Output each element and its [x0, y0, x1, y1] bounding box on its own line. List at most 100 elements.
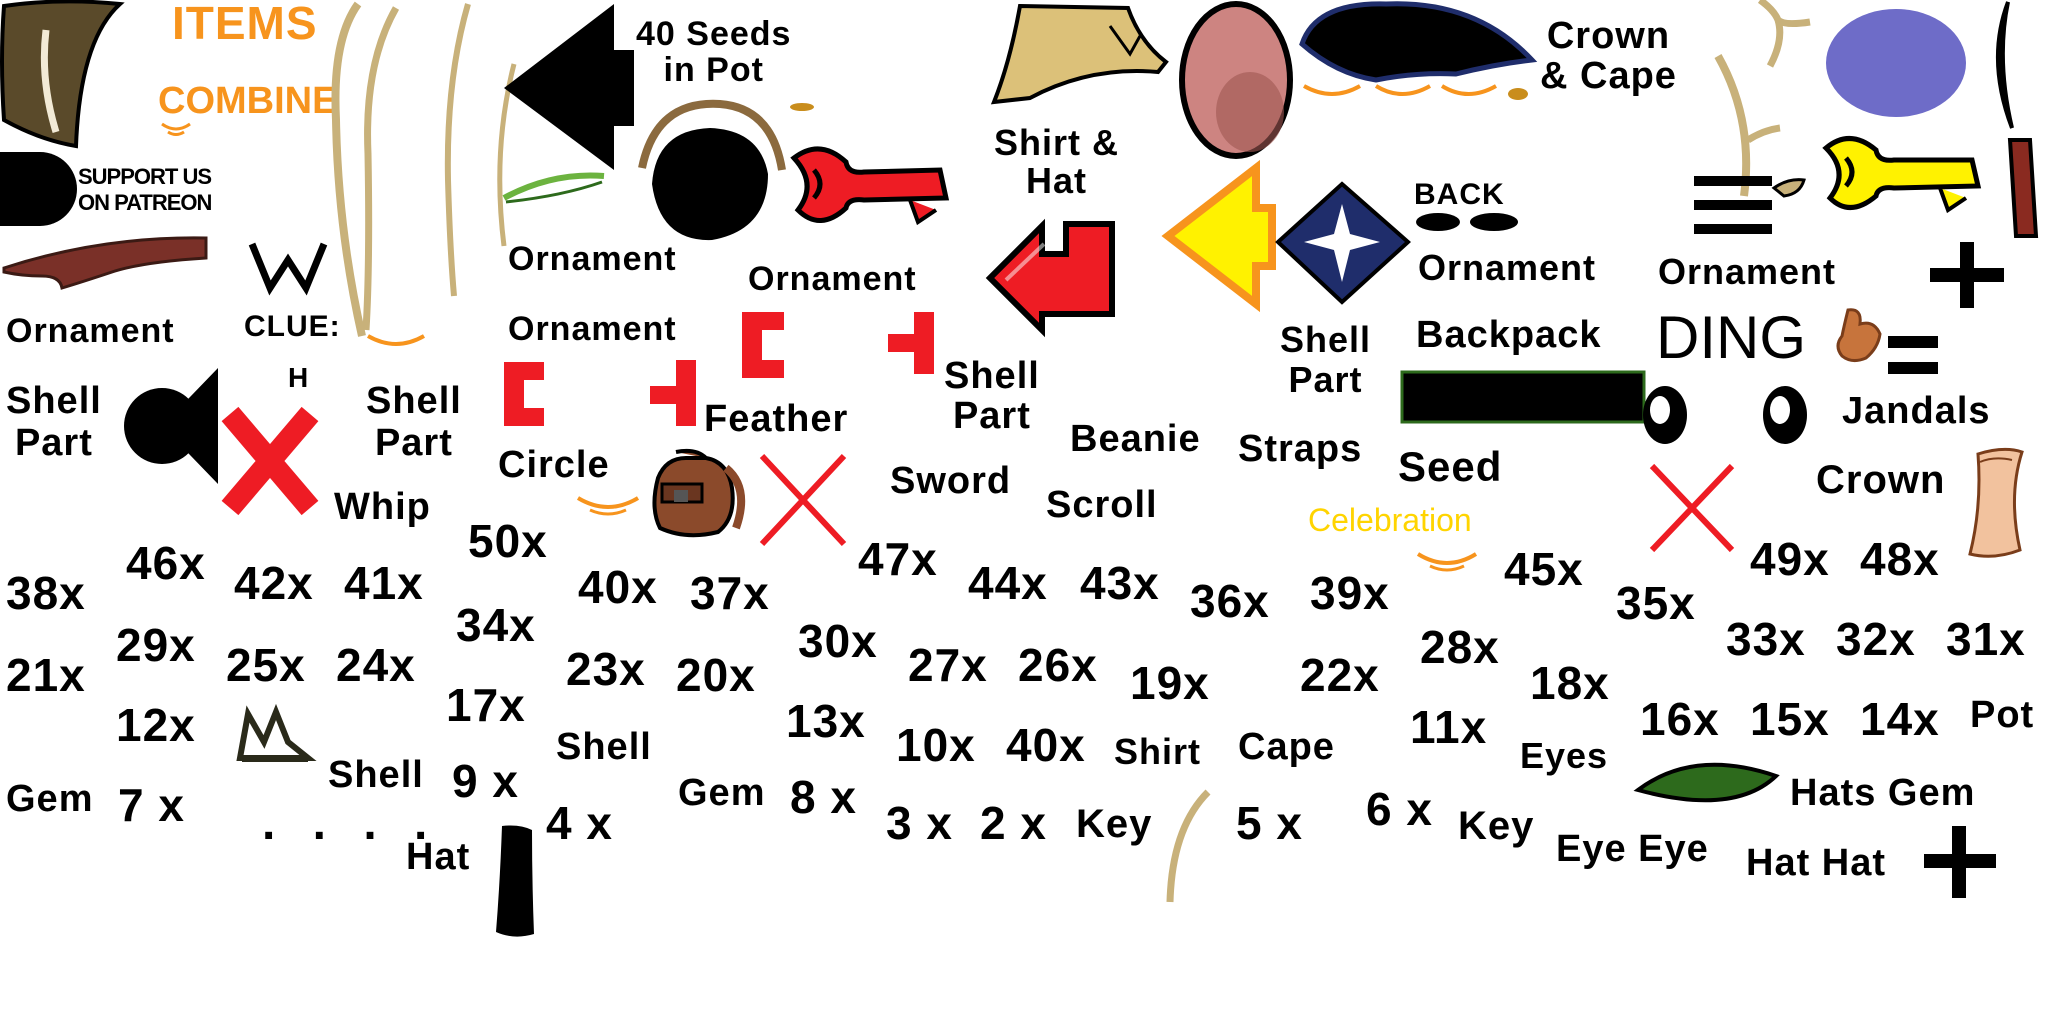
ornament-label: Ornament	[1418, 247, 1597, 288]
count-label: 46x	[126, 537, 206, 589]
combine-label[interactable]: COMBINE	[158, 80, 338, 122]
seed-icon	[788, 102, 816, 112]
seeds-in-pot-label: 40 Seeds in Pot	[636, 15, 792, 89]
grass-blade-icon	[328, 0, 368, 340]
shell-part-label: Shell Part	[944, 355, 1040, 437]
dots-label: . . . .	[262, 797, 440, 850]
count-label: 7 x	[118, 779, 185, 831]
leaf-blade-icon	[502, 172, 606, 206]
straps-label: Straps	[1238, 428, 1363, 470]
black-hat-icon	[490, 822, 536, 940]
plus-icon[interactable]	[1930, 242, 2004, 308]
leaf-gem-icon	[1633, 756, 1780, 808]
count-label: 21x	[6, 649, 86, 701]
count-label: 31x	[1946, 613, 2026, 665]
hat-label: Hat	[406, 836, 471, 878]
shell-label: Shell	[556, 726, 652, 768]
celebration-swirl-icon	[576, 494, 640, 518]
grass-blade-icon	[362, 4, 402, 334]
scroll-label: Scroll	[1046, 484, 1158, 526]
scroll-icon	[1964, 446, 2026, 560]
circle-label: Circle	[498, 444, 610, 486]
cape-label: Cape	[1238, 726, 1335, 768]
count-label: 3 x	[886, 797, 953, 849]
yellow-arrow-icon[interactable]	[1161, 159, 1276, 313]
celebration-swirl-icon	[366, 332, 426, 352]
red-arrow-icon[interactable]	[985, 218, 1116, 338]
count-label: 36x	[1190, 575, 1270, 627]
count-label: 4 x	[546, 797, 613, 849]
items-title: ITEMS	[172, 0, 318, 49]
count-label: 20x	[676, 649, 756, 701]
ornament-label: Ornament	[1658, 251, 1837, 292]
blade-icon	[1986, 0, 2016, 130]
count-label: 19x	[1130, 657, 1210, 709]
celebration-label: Celebration	[1308, 502, 1472, 538]
equals-icon	[1888, 336, 1938, 374]
small-horn-icon	[1771, 176, 1806, 198]
horn-ornament-icon	[0, 0, 125, 149]
celebration-swirl-icon	[160, 122, 192, 138]
count-label: 23x	[566, 643, 646, 695]
menu-icon[interactable]	[1694, 176, 1772, 234]
ornament-label: Ornament	[748, 260, 917, 298]
whip-label: Whip	[334, 486, 431, 528]
count-label: 14x	[1860, 693, 1940, 745]
red-x-icon[interactable]	[1646, 460, 1738, 556]
shell-part-label: Shell Part	[6, 380, 102, 464]
crown-and-cape-label: Crown & Cape	[1540, 15, 1677, 97]
count-label: 34x	[456, 599, 536, 651]
strap-bar-icon	[1400, 370, 1646, 424]
star-diamond-icon[interactable]	[1275, 181, 1412, 305]
clue-w-icon	[248, 240, 328, 296]
clue-label: CLUE:	[244, 310, 341, 343]
count-label: 8 x	[790, 771, 857, 823]
count-label: 49x	[1750, 533, 1830, 585]
speaker-back-icon[interactable]	[122, 366, 220, 486]
count-label: 48x	[1860, 533, 1940, 585]
back-label[interactable]: BACK	[1414, 178, 1505, 211]
count-label: 38x	[6, 567, 86, 619]
plus-icon[interactable]	[1924, 826, 1996, 898]
count-label: 42x	[234, 557, 314, 609]
eye-icon	[1640, 384, 1690, 446]
pointing-hand-icon[interactable]	[1834, 306, 1884, 366]
eye-eye-label: Eye Eye	[1556, 828, 1709, 870]
bracket-piece-icon	[648, 358, 698, 428]
shell-label: Shell	[328, 754, 424, 796]
key-label: Key	[1076, 802, 1153, 846]
count-label: 28x	[1420, 621, 1500, 673]
clue-letter: H	[288, 362, 310, 393]
count-label: 47x	[858, 533, 938, 585]
red-x-icon[interactable]	[221, 406, 319, 516]
shirt-label: Shirt	[1114, 731, 1202, 772]
strap-icon	[2006, 136, 2040, 242]
count-label: 10x	[896, 719, 976, 771]
feather-ornament-icon	[2, 232, 208, 290]
count-label: 50x	[468, 515, 548, 567]
count-label: 45x	[1504, 543, 1584, 595]
ding-label: DING	[1656, 304, 1806, 371]
grass-blade-icon	[442, 0, 472, 300]
count-label: 41x	[344, 557, 424, 609]
dark-cape-icon	[1296, 0, 1538, 83]
count-label: 35x	[1616, 577, 1696, 629]
red-x-icon[interactable]	[754, 450, 852, 550]
gem-label: Gem	[6, 778, 94, 820]
count-label: 24x	[336, 639, 416, 691]
count-label: 44x	[968, 557, 1048, 609]
count-label: 12x	[116, 699, 196, 751]
count-label: 16x	[1640, 693, 1720, 745]
purple-orb-icon	[1824, 8, 1968, 118]
count-label: 25x	[226, 639, 306, 691]
feather-label: Feather	[704, 398, 849, 440]
gem-label: Gem	[678, 772, 766, 814]
back-arrow-icon[interactable]	[502, 2, 636, 172]
backpack-label: Backpack	[1416, 314, 1602, 356]
count-label: 18x	[1530, 657, 1610, 709]
branch-stick-icon	[1164, 788, 1214, 906]
patreon-logo-icon[interactable]	[0, 152, 77, 226]
pot-helmet-icon	[636, 99, 786, 244]
patreon-support-text[interactable]: SUPPORT US ON PATREON	[78, 164, 212, 215]
